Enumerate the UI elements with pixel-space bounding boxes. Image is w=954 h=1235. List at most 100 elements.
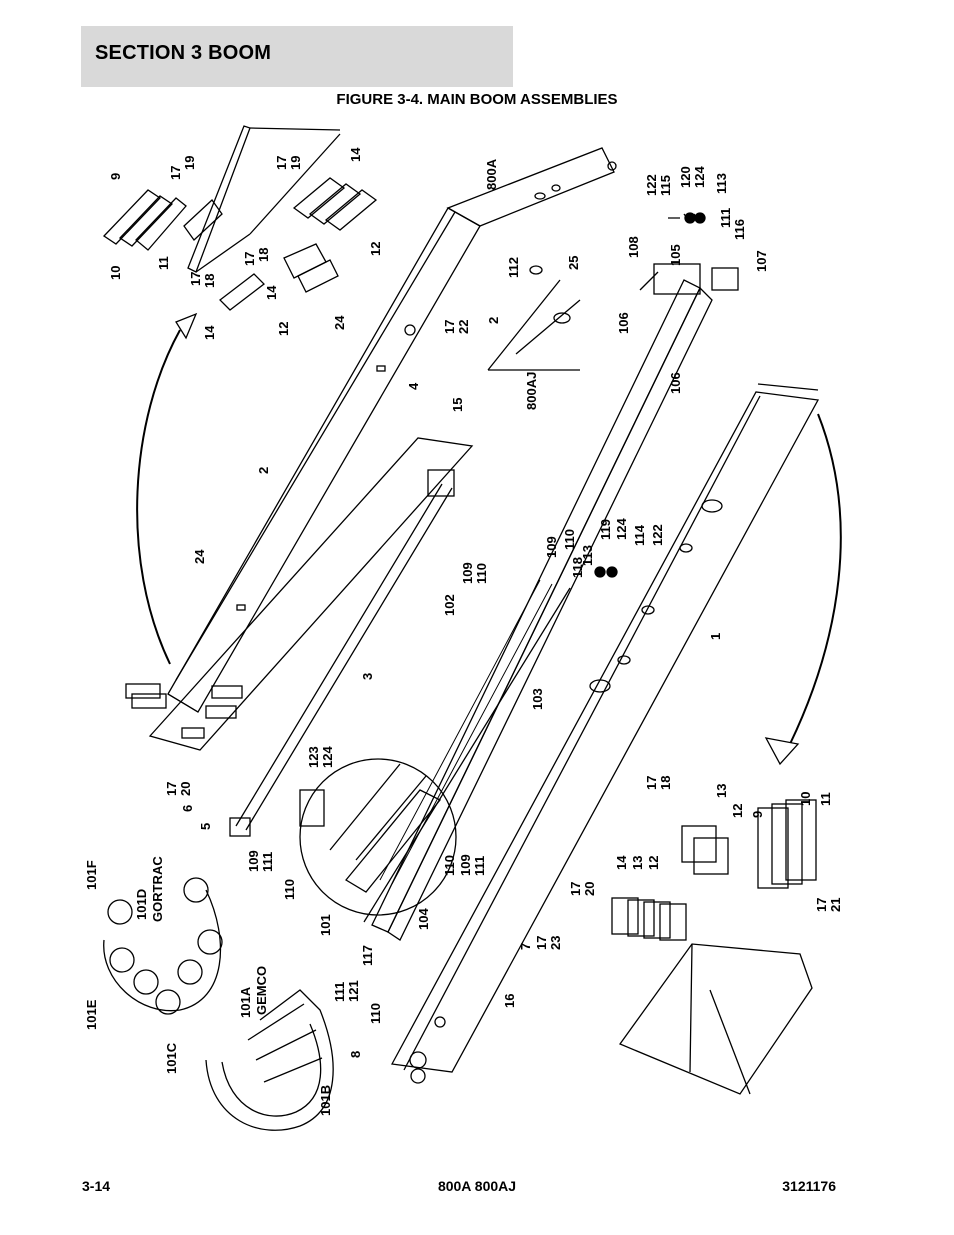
callout-17i: 17 — [568, 882, 583, 896]
callout-117: 117 — [360, 945, 375, 966]
callout-12c: 12 — [730, 804, 745, 818]
callout-111: 111 — [718, 208, 733, 228]
callout-109b: 109 — [544, 536, 559, 558]
callout-800aj: 800AJ — [524, 372, 539, 410]
callout-12b: 12 — [276, 322, 291, 336]
callout-4: 4 — [406, 382, 421, 390]
callout-119: 119 — [598, 519, 613, 540]
callout-gemco: GEMCO — [254, 966, 269, 1015]
callout-18: 18 — [256, 248, 271, 262]
callout-103: 103 — [530, 688, 545, 710]
callout-gortrac: GORTRAC — [150, 856, 165, 922]
callout-101e: 101E — [84, 999, 99, 1030]
callout-106b: 106 — [668, 372, 683, 394]
callout-12d: 12 — [646, 856, 661, 870]
callout-14b: 14 — [264, 285, 279, 300]
callout-5: 5 — [198, 823, 213, 830]
cable-track-gemco — [205, 989, 334, 1131]
section-title: SECTION 3 BOOM — [95, 42, 272, 64]
callout-101c: 101C — [164, 1042, 179, 1074]
callout-101d: 101D — [134, 889, 149, 920]
callout-114: 114 — [632, 524, 647, 546]
callout-14c: 14 — [202, 325, 217, 340]
footer-model: 800A 800AJ — [437, 1178, 517, 1194]
callout-2: 2 — [256, 467, 271, 474]
callout-17f: 17 — [164, 782, 179, 796]
callout-8: 8 — [348, 1051, 363, 1058]
callout-108: 108 — [626, 236, 641, 258]
callout-11: 11 — [156, 256, 171, 270]
callout-18c: 18 — [658, 776, 673, 790]
boom-head-lower — [611, 799, 817, 1095]
callout-11b: 11 — [818, 792, 833, 806]
callout-labels: 800A 800AJ GORTRAC GEMCO 9 10 11 17 19 1… — [84, 147, 843, 1116]
callout-24b: 24 — [192, 549, 207, 564]
callout-106: 106 — [616, 312, 631, 334]
callout-110c: 110 — [282, 879, 297, 900]
callout-110b: 110 — [562, 529, 577, 550]
callout-13: 13 — [714, 784, 729, 798]
callout-14d: 14 — [614, 855, 629, 870]
callout-17e: 17 — [442, 320, 457, 334]
callout-7: 7 — [518, 943, 533, 950]
callout-110e: 110 — [368, 1003, 383, 1024]
callout-110d: 110 — [442, 855, 457, 876]
callout-124c: 124 — [320, 746, 335, 768]
detail-circle — [299, 758, 457, 916]
callout-115: 115 — [658, 175, 673, 196]
upper-boom-section — [125, 125, 617, 739]
callout-107: 107 — [754, 250, 769, 272]
callout-104: 104 — [416, 908, 431, 930]
callout-102: 102 — [442, 594, 457, 616]
figure-title: FIGURE 3-4. MAIN BOOM ASSEMBLIES — [336, 91, 618, 108]
callout-20b: 20 — [582, 882, 597, 896]
callout-14: 14 — [348, 147, 363, 162]
telescope-cylinder — [148, 437, 474, 837]
cable-track-gortrac — [103, 877, 223, 1015]
base-boom-section — [390, 383, 842, 1084]
callout-118: 118 — [570, 557, 585, 578]
callout-109c: 109 — [246, 850, 261, 872]
callout-17a: 17 — [168, 166, 183, 180]
callout-2b: 2 — [486, 317, 501, 324]
callout-15: 15 — [450, 398, 465, 412]
callout-13b: 13 — [630, 856, 645, 870]
sheave-parts — [594, 212, 739, 578]
callout-17d: 17 — [188, 272, 203, 286]
footer-doc-number: 3121176 — [782, 1178, 836, 1194]
callout-121: 121 — [346, 980, 361, 1002]
callout-111c: 111 — [472, 856, 487, 876]
callout-101f: 101F — [84, 860, 99, 890]
footer-page-number: 3-14 — [82, 1178, 111, 1194]
callout-17b: 17 — [274, 156, 289, 170]
callout-109d: 109 — [458, 854, 473, 876]
callout-17g: 17 — [534, 936, 549, 950]
callout-105: 105 — [668, 244, 683, 266]
detail-chain-view — [299, 763, 442, 893]
callout-21: 21 — [828, 898, 843, 912]
wear-pad-group-top — [102, 177, 378, 311]
callout-123: 123 — [306, 746, 321, 768]
callout-116: 116 — [732, 219, 747, 240]
callout-112: 112 — [506, 257, 521, 278]
callout-3: 3 — [360, 673, 375, 680]
800aj-inset — [487, 265, 581, 371]
callout-101b: 101B — [318, 1085, 333, 1116]
callout-22: 22 — [456, 320, 471, 334]
callout-122: 122 — [644, 174, 659, 196]
callout-10b: 10 — [798, 792, 813, 806]
callout-24: 24 — [332, 315, 347, 330]
callout-20: 20 — [178, 782, 193, 796]
callout-9: 9 — [108, 173, 123, 180]
callout-800a: 800A — [484, 158, 499, 190]
callout-124b: 124 — [614, 518, 629, 540]
callout-113b: 113 — [580, 545, 595, 566]
callout-18b: 18 — [202, 274, 217, 288]
callout-23: 23 — [548, 936, 563, 950]
callout-19b: 19 — [288, 156, 303, 170]
callout-124: 124 — [692, 166, 707, 188]
callout-101a: 101A — [238, 986, 253, 1018]
callout-17c: 17 — [242, 252, 257, 266]
callout-9b: 9 — [750, 811, 765, 818]
